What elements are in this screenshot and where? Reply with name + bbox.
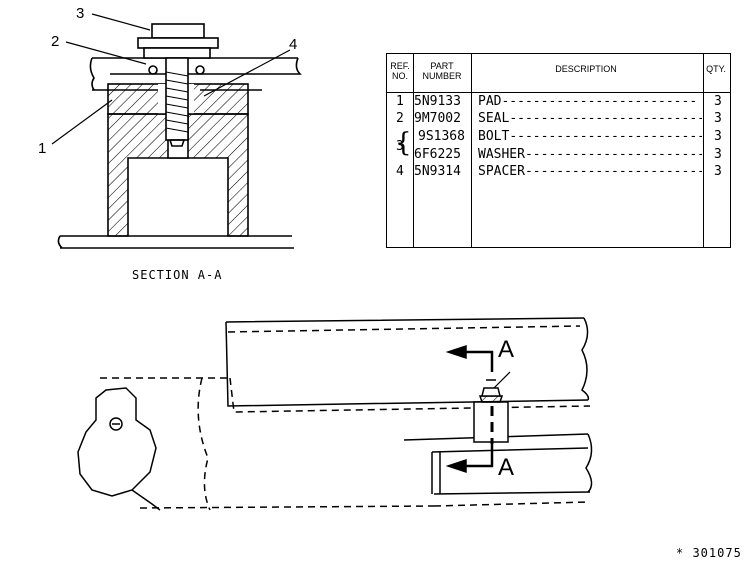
ref-cell: 4 bbox=[396, 164, 404, 179]
qty-cell: 3 bbox=[714, 147, 722, 162]
callout-1: 1 bbox=[38, 140, 47, 157]
section-caption: SECTION A-A bbox=[132, 268, 223, 282]
figure-number: * 301075 bbox=[676, 546, 742, 560]
callout-3: 3 bbox=[76, 5, 85, 22]
desc-cell: BOLT------------------------- bbox=[478, 129, 702, 144]
header-qty: QTY. bbox=[706, 64, 726, 74]
group-brace: { bbox=[395, 128, 412, 158]
seal-right bbox=[195, 65, 205, 75]
frame-view bbox=[77, 317, 593, 511]
qty-cell: 3 bbox=[714, 129, 722, 144]
washer bbox=[137, 37, 219, 49]
section-arrow-bottom bbox=[464, 444, 494, 468]
part-cell: 5N9133 bbox=[414, 94, 461, 109]
bolt-head bbox=[151, 23, 205, 39]
part-cell: 9M7002 bbox=[414, 111, 461, 126]
qty-cell: 3 bbox=[714, 111, 722, 126]
qty-cell: 3 bbox=[714, 164, 722, 179]
header-desc: DESCRIPTION bbox=[555, 64, 617, 74]
desc-cell: SEAL------------------------- bbox=[478, 111, 702, 126]
header-part: PART NUMBER bbox=[422, 61, 462, 81]
ref-cell: 2 bbox=[396, 111, 404, 126]
section-a-a bbox=[51, 13, 302, 249]
ref-cell: 1 bbox=[396, 94, 404, 109]
part-cell: 6F6225 bbox=[414, 147, 461, 162]
mount-bracket bbox=[77, 387, 157, 497]
desc-cell: SPACER------------------------- bbox=[478, 164, 702, 179]
callout-2: 2 bbox=[51, 33, 60, 50]
ref-cell: 3 bbox=[396, 139, 404, 154]
callout-4: 4 bbox=[289, 36, 298, 53]
part-cell: 9S1368 bbox=[418, 129, 465, 144]
seal-left bbox=[148, 65, 158, 75]
desc-cell: PAD------------------------- bbox=[478, 94, 698, 109]
parts-table bbox=[386, 53, 731, 248]
upper-rail bbox=[225, 317, 589, 407]
qty-cell: 3 bbox=[714, 94, 722, 109]
desc-cell: WASHER------------------------- bbox=[478, 147, 702, 162]
section-marker-bottom: A bbox=[498, 454, 515, 481]
section-marker-top: A bbox=[498, 336, 515, 363]
header-ref: REF. NO. bbox=[390, 61, 410, 81]
part-cell: 5N9314 bbox=[414, 164, 461, 179]
section-arrow-top bbox=[464, 350, 494, 372]
